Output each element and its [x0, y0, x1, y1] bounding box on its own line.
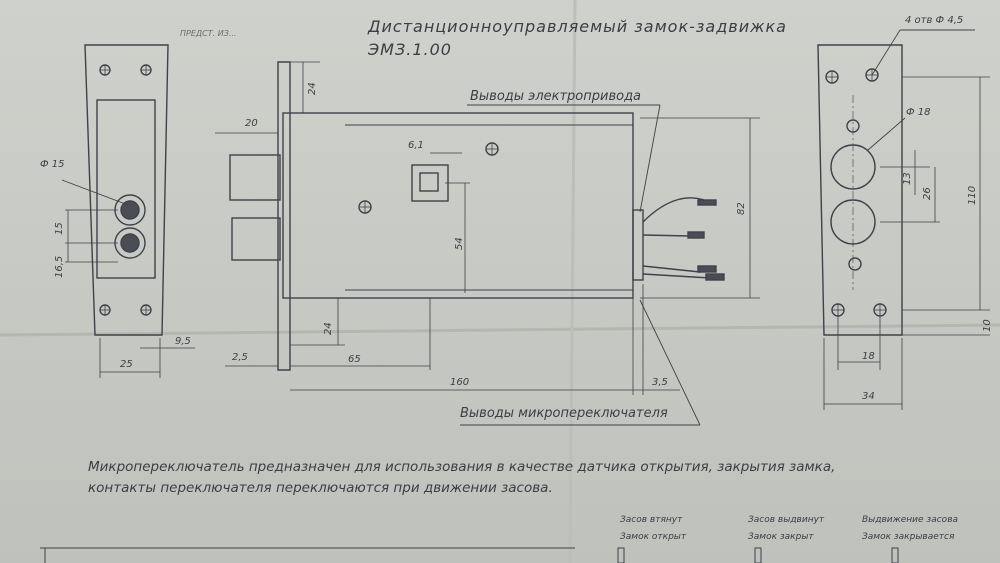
paper-fold [0, 323, 1000, 337]
dim-2-5: 2,5 [232, 352, 248, 363]
left-faceplate-view [61, 44, 195, 378]
drawing-code: ЭМЗ.1.00 [368, 40, 452, 59]
paper-fold [568, 0, 577, 563]
table-col3-row2: Замок закрывается [862, 532, 955, 542]
stamp-text: ПРЕДСТ. ИЗ... [180, 29, 237, 38]
table-col3-row1: Выдвижение засова [862, 515, 959, 525]
dim-25-left: 25 [120, 359, 133, 370]
dim-6-1: 6,1 [408, 140, 424, 151]
right-strike-plate-view [817, 29, 990, 410]
drawing-title: Дистанционноуправляемый замок-задвижка [368, 17, 787, 36]
dim-15: 15 [54, 222, 65, 235]
table-col2-row1: Засов выдвинут [748, 515, 825, 525]
dim-phi18: Ф 18 [906, 107, 931, 118]
dim-16-5: 16,5 [54, 255, 65, 278]
dim-54: 54 [454, 237, 465, 250]
dim-18: 18 [862, 351, 875, 362]
table-col2-row2: Замок закрыт [748, 532, 814, 542]
side-body-view [215, 61, 760, 426]
dim-65: 65 [348, 354, 361, 365]
dim-26: 26 [922, 187, 933, 200]
dim-13: 13 [902, 172, 913, 185]
dim-160: 160 [450, 377, 470, 388]
state-table [40, 547, 899, 563]
dim-24-bottom: 24 [323, 322, 334, 335]
dim-34: 34 [862, 391, 875, 402]
dim-82: 82 [736, 202, 747, 215]
dim-24-top: 24 [307, 82, 318, 95]
dim-3-5: 3,5 [652, 377, 668, 388]
dim-holes: 4 отв Ф 4,5 [905, 15, 964, 26]
dim-phi15: Ф 15 [40, 159, 65, 170]
dim-10: 10 [982, 319, 993, 332]
label-electric-leads: Выводы электропривода [470, 89, 642, 104]
table-col1-row2: Замок открыт [620, 532, 687, 542]
table-col1-row1: Засов втянут [620, 515, 683, 525]
dim-9-5: 9,5 [175, 336, 191, 347]
dim-110: 110 [967, 185, 978, 205]
dim-20: 20 [245, 118, 258, 129]
note-line-1: Микропереключатель предназначен для испо… [88, 459, 836, 475]
label-microswitch-leads: Выводы микропереключателя [460, 406, 668, 421]
note-line-2: контакты переключателя переключаются при… [88, 480, 553, 496]
